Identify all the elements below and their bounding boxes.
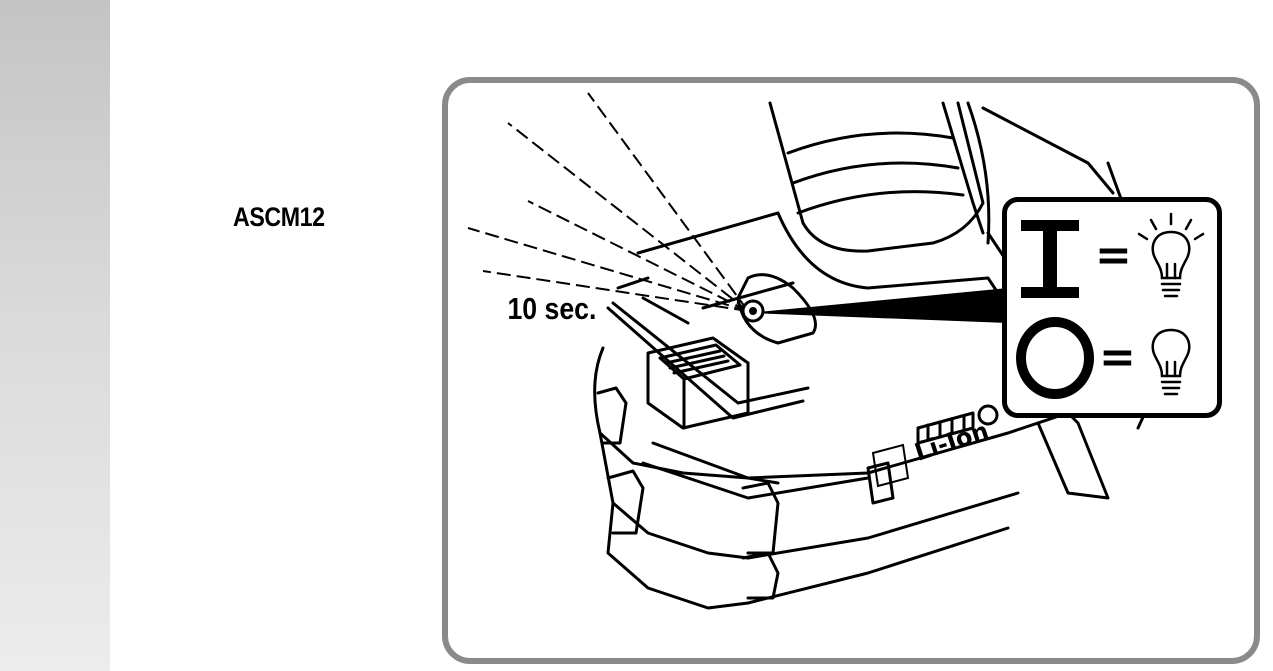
signal-rays — [467, 92, 749, 312]
battery-illustration: Li-Ion — [467, 92, 1170, 610]
duration-label: 10 sec. — [504, 291, 600, 327]
on-symbol-icon — [1021, 220, 1079, 298]
release-button — [646, 336, 750, 430]
lamp-lit-icon — [1137, 212, 1205, 298]
side-strip — [0, 0, 110, 671]
tool-handle — [768, 101, 985, 253]
legend-inset: = = — [1002, 197, 1222, 418]
equals-sign-on: = — [1095, 230, 1132, 281]
off-symbol-icon — [1016, 317, 1094, 399]
model-label: ASCM12 — [233, 202, 325, 232]
battery-top — [636, 211, 1030, 350]
equals-sign-off: = — [1099, 332, 1136, 383]
pointer-wedge — [748, 288, 1008, 323]
lamp-unlit-icon — [1151, 328, 1191, 396]
